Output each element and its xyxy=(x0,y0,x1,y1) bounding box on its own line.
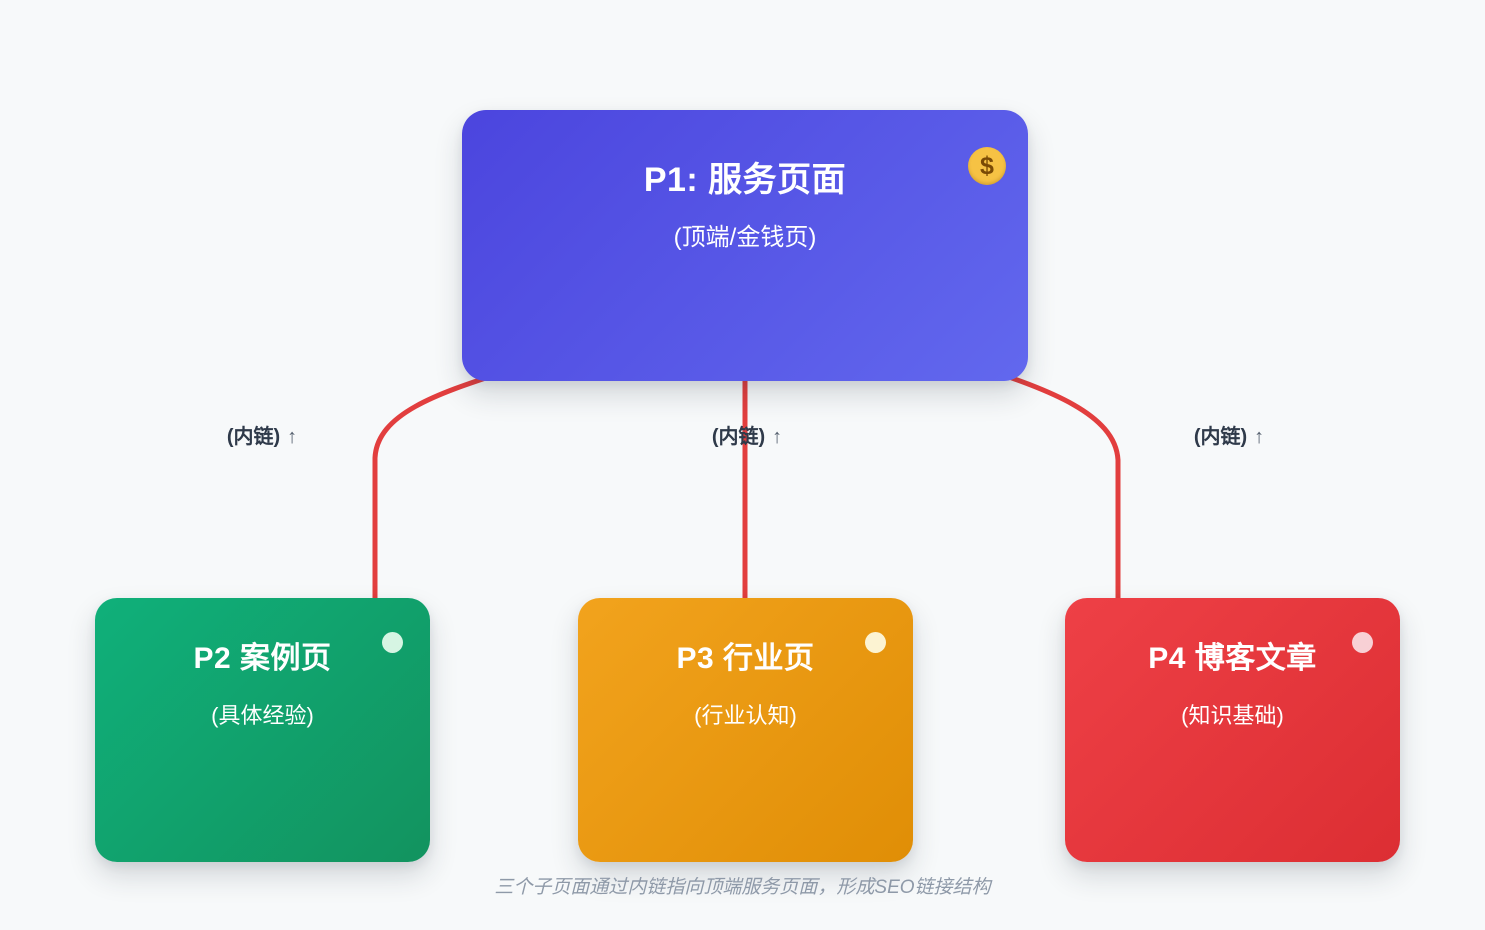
node-p2-title: P2 案例页 xyxy=(193,642,332,675)
node-p4-blog-article: P4 博客文章 (知识基础) xyxy=(1065,598,1400,862)
up-arrow-icon: ↑ xyxy=(772,426,783,448)
node-p2-case-page: P2 案例页 (具体经验) xyxy=(95,598,430,862)
node-p3-title: P3 行业页 xyxy=(676,642,815,675)
node-p4-title: P4 博客文章 xyxy=(1148,642,1317,675)
corner-dot-icon xyxy=(865,632,886,653)
corner-dot-icon xyxy=(382,632,403,653)
internal-link-label-text: (内链) xyxy=(1193,426,1248,448)
node-p3-industry-page: P3 行业页 (行业认知) xyxy=(578,598,913,862)
internal-link-label-left: (内链) ↑ xyxy=(227,424,297,450)
up-arrow-icon: ↑ xyxy=(287,426,298,448)
node-p2-subtitle: (具体经验) xyxy=(211,703,314,728)
node-p1-title: P1: 服务页面 xyxy=(643,161,847,199)
node-p1-service-page: $ P1: 服务页面 (顶端/金钱页) xyxy=(462,110,1028,381)
internal-link-label-right: (内链) ↑ xyxy=(1194,424,1264,450)
internal-link-label-text: (内链) xyxy=(711,426,766,448)
diagram-caption: 三个子页面通过内链指向顶端服务页面，形成SEO链接结构 xyxy=(494,877,991,898)
node-p1-subtitle: (顶端/金钱页) xyxy=(673,224,817,251)
internal-link-label-center: (内链) ↑ xyxy=(712,424,782,450)
up-arrow-icon: ↑ xyxy=(1254,426,1265,448)
node-p4-subtitle: (知识基础) xyxy=(1181,703,1284,728)
internal-link-label-text: (内链) xyxy=(226,426,281,448)
corner-dot-icon xyxy=(1352,632,1373,653)
dollar-coin-icon: $ xyxy=(968,147,1006,185)
node-p3-subtitle: (行业认知) xyxy=(694,703,797,728)
